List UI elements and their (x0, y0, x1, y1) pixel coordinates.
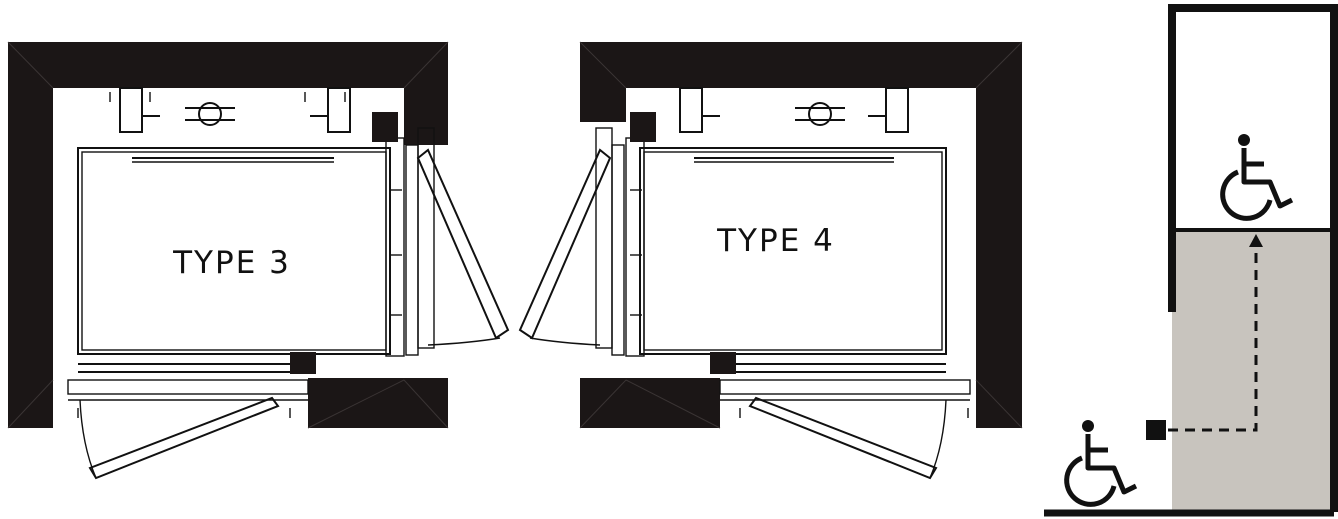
car-outline (77, 147, 391, 355)
wheelchair-icon (1064, 420, 1138, 507)
guide-rail (119, 87, 143, 133)
shaft-wall-corner (580, 378, 720, 428)
landing-floor (1172, 230, 1332, 512)
guide-rail (885, 87, 909, 133)
swing-door (748, 396, 938, 480)
plan-type-3: TYPE 3 (7, 41, 510, 480)
plan-label-type-4: TYPE 4 (716, 223, 835, 259)
accessibility-schematic (1044, 4, 1338, 517)
wheelchair-icon (1220, 134, 1294, 221)
guide-rail (679, 87, 703, 133)
plan-label-type-3: TYPE 3 (172, 245, 291, 281)
call-button-icon (1146, 420, 1166, 440)
shaft-wall (8, 42, 448, 428)
swing-door (416, 148, 510, 340)
car-walls (1168, 4, 1338, 512)
guide-rail (327, 87, 351, 133)
swing-door (518, 148, 612, 340)
shaft-wall-corner (308, 378, 448, 428)
shaft-wall (580, 42, 1022, 428)
plan-type-4: TYPE 4 (518, 41, 1023, 480)
dashed-arrow-icon (1168, 244, 1258, 432)
car-outline (639, 147, 947, 355)
swing-door (88, 396, 280, 480)
